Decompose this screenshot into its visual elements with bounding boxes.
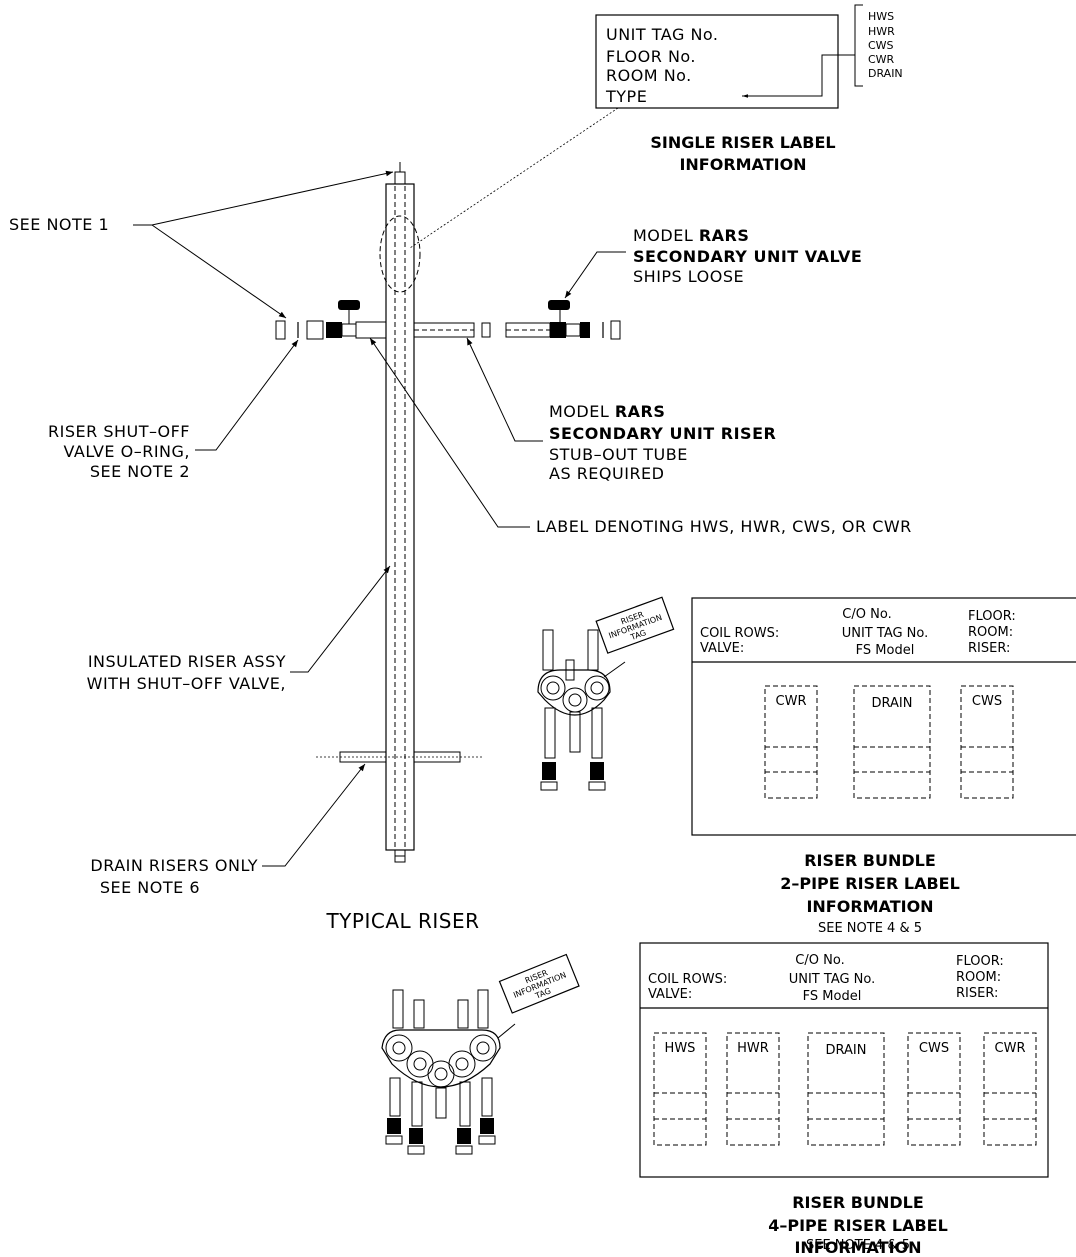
slot-drain-4: DRAIN [807, 1032, 885, 1146]
two-pipe-caption-3: INFORMATION [806, 897, 933, 916]
valve-ships-text: SHIPS LOOSE [633, 267, 744, 286]
secondary-unit-valve [505, 300, 590, 338]
label4-floor: FLOOR: [956, 954, 1004, 969]
four-pipe-label: C/O No. COIL ROWS: VALVE: UNIT TAG No. F… [639, 942, 1049, 1257]
callout-drain: DRAIN RISERS ONLY SEE NOTE 6 [90, 763, 366, 897]
drain-line-2: SEE NOTE 6 [100, 878, 200, 897]
slot-drain-4-text: DRAIN [826, 1043, 867, 1058]
single-label-caption-2: INFORMATION [679, 155, 806, 174]
label2-valve: VALVE: [700, 641, 744, 656]
single-label-line-1: UNIT TAG No. [606, 25, 719, 44]
label-ellipse [379, 215, 421, 293]
four-pipe-caption-note: SEE NOTE 4 & 5 [806, 1238, 910, 1253]
type-bracket [854, 4, 863, 87]
valve-model-text: MODEL RARS [633, 226, 749, 245]
slot-cws-2: CWS [960, 685, 1014, 799]
loose-cap-left [275, 320, 286, 340]
riser-stub-text: STUB–OUT TUBE [549, 445, 688, 464]
label2-co: C/O No. [842, 607, 891, 622]
label4-co: C/O No. [795, 953, 844, 968]
callout-insulated: INSULATED RISER ASSY WITH SHUT–OFF VALVE… [87, 565, 391, 693]
slot-cws-4-text: CWS [919, 1041, 949, 1056]
two-pipe-caption-4: SEE NOTE 4 & 5 [818, 921, 922, 936]
slot-hws-4-text: HWS [665, 1041, 696, 1056]
callout-secondary-unit-riser: MODEL RARS SECONDARY UNIT RISER STUB–OUT… [466, 337, 776, 483]
type-drain: DRAIN [868, 67, 903, 80]
label2-coil-rows: COIL ROWS: [700, 626, 779, 641]
label2-floor: FLOOR: [968, 609, 1016, 624]
type-cws: CWS [868, 39, 894, 52]
label4-unit-tag: UNIT TAG No. [789, 972, 876, 987]
drain-stub [316, 748, 484, 766]
single-label-caption-1: SINGLE RISER LABEL [650, 133, 835, 152]
slot-drain-2-text: DRAIN [872, 696, 913, 711]
label4-riser: RISER: [956, 986, 998, 1001]
slot-cwr-2: CWR [764, 685, 818, 799]
type-leader [742, 54, 855, 98]
label2-riser: RISER: [968, 641, 1010, 656]
two-pipe-caption-1: RISER BUNDLE [804, 851, 936, 870]
callout-see-note-1: SEE NOTE 1 [9, 170, 394, 319]
slot-cwr-4-text: CWR [995, 1041, 1026, 1056]
single-label-line-2: FLOOR No. [606, 47, 696, 66]
four-pipe-caption-2: 4–PIPE RISER LABEL [768, 1216, 948, 1235]
slot-cws-4: CWS [907, 1032, 961, 1146]
single-label-line-3: ROOM No. [606, 66, 692, 85]
valve-name-text: SECONDARY UNIT VALVE [633, 247, 862, 266]
label4-valve: VALVE: [648, 987, 692, 1002]
four-pipe-bundle-drawing: RISER INFORMATION TAG [381, 953, 580, 1155]
two-pipe-bundle-drawing: RISER INFORMATION TAG [537, 596, 675, 791]
label-connector [409, 107, 619, 249]
label4-coil-rows: COIL ROWS: [648, 972, 727, 987]
label4-room: ROOM: [956, 970, 1001, 985]
slot-cws-2-text: CWS [972, 694, 1002, 709]
four-pipe-caption-1: RISER BUNDLE [792, 1193, 924, 1212]
label-denoting-text: LABEL DENOTING HWS, HWR, CWS, OR CWR [536, 517, 912, 536]
slot-hws-4: HWS [653, 1032, 707, 1146]
oring-line-3: SEE NOTE 2 [90, 462, 190, 481]
slot-hwr-4-text: HWR [737, 1041, 769, 1056]
riser-shutoff-valve [306, 300, 387, 340]
insulated-line-2: WITH SHUT–OFF VALVE, [87, 674, 286, 693]
slot-cwr-2-text: CWR [776, 694, 807, 709]
drain-line-1: DRAIN RISERS ONLY [90, 856, 258, 875]
callout-oring: RISER SHUT–OFF VALVE O–RING, SEE NOTE 2 [48, 339, 299, 481]
label2-unit-tag: UNIT TAG No. [842, 626, 929, 641]
type-cwr: CWR [868, 53, 895, 66]
label2-fs-model: FS Model [856, 643, 915, 658]
see-note-1-text: SEE NOTE 1 [9, 215, 109, 234]
oring-line-1: RISER SHUT–OFF [48, 422, 190, 441]
riser-model-text: MODEL RARS [549, 402, 665, 421]
single-label-line-4: TYPE [605, 87, 647, 106]
riser-pipe [385, 183, 415, 851]
label2-room: ROOM: [968, 625, 1013, 640]
four-pipe-caption-3: INFORMATION [794, 1238, 921, 1257]
riser-req-text: AS REQUIRED [549, 464, 664, 483]
insulated-line-1: INSULATED RISER ASSY [88, 652, 286, 671]
two-pipe-caption-2: 2–PIPE RISER LABEL [780, 874, 960, 893]
slot-drain-2: DRAIN [853, 685, 931, 799]
slot-hwr-4: HWR [726, 1032, 780, 1146]
loose-cap-right [610, 320, 621, 340]
typical-riser-title: TYPICAL RISER [325, 909, 479, 933]
oring-line-2: VALVE O–RING, [63, 442, 190, 461]
single-riser-label: UNIT TAG No. FLOOR No. ROOM No. TYPE HWS… [595, 4, 903, 174]
riser-name-text: SECONDARY UNIT RISER [549, 424, 776, 443]
slot-cwr-4: CWR [983, 1032, 1037, 1146]
callout-label-denoting: LABEL DENOTING HWS, HWR, CWS, OR CWR [369, 337, 912, 536]
label4-fs-model: FS Model [803, 989, 862, 1004]
type-hws: HWS [868, 10, 894, 23]
type-hwr: HWR [868, 25, 895, 38]
callout-secondary-unit-valve: MODEL RARS SECONDARY UNIT VALVE SHIPS LO… [564, 226, 862, 299]
two-pipe-label: C/O No. COIL ROWS: VALVE: UNIT TAG No. F… [691, 597, 1076, 936]
typical-riser: TYPICAL RISER [275, 162, 621, 933]
